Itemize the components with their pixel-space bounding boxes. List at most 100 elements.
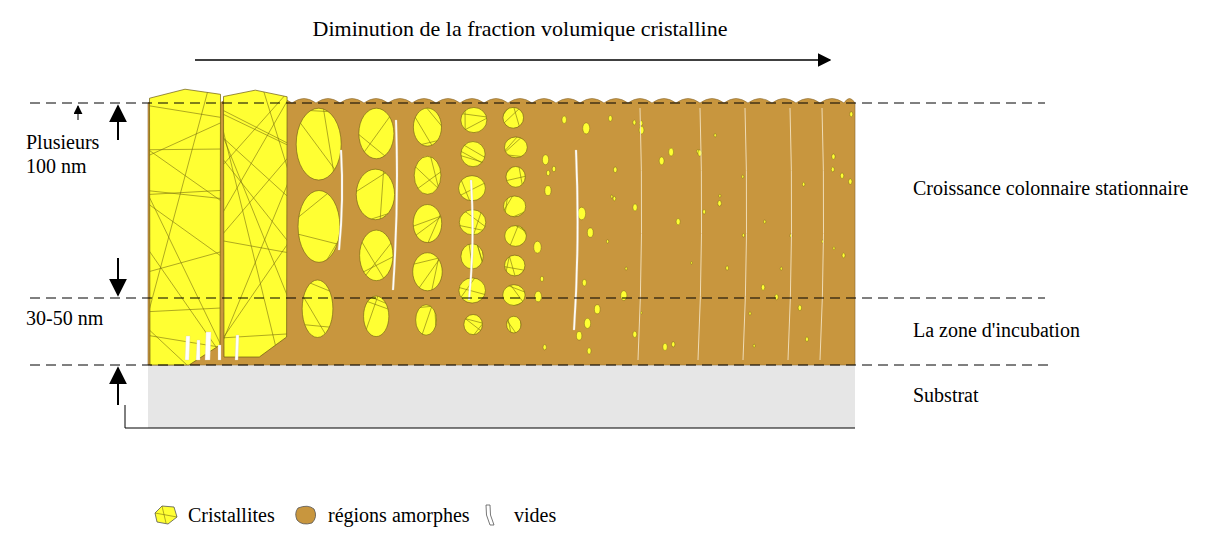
void	[235, 335, 239, 360]
facet-line	[143, 125, 370, 455]
crystallite-dot	[842, 253, 845, 258]
crystallite-dot	[641, 312, 643, 315]
facet-line	[266, 0, 500, 288]
grain-facets	[279, 52, 662, 256]
crystallite-dot	[703, 210, 706, 214]
facet-line	[299, 145, 430, 523]
facet-line	[332, 219, 706, 361]
grain-facets	[113, 164, 511, 508]
facet-line	[464, 0, 575, 320]
crystallite-dot	[633, 120, 636, 125]
crystallite-dot	[587, 228, 593, 237]
grain-facets	[34, 0, 464, 455]
crystallite-grain	[505, 226, 527, 247]
crystallite-dot	[607, 240, 609, 244]
facet-line	[423, 62, 536, 446]
void	[392, 120, 398, 290]
crystallite-grain	[413, 205, 442, 243]
facet-line	[283, 188, 639, 370]
facet-line	[282, 40, 572, 315]
substrate	[148, 365, 855, 428]
legend-item: régions amorphes	[292, 503, 470, 527]
facet-line	[469, 130, 549, 522]
grain-facets	[310, 72, 704, 471]
crystallite-dot	[802, 182, 804, 186]
facet-line	[363, 13, 659, 282]
grain-facets	[123, 68, 511, 428]
void	[218, 345, 221, 360]
facet-line	[353, 174, 602, 487]
dimension-arrow	[78, 106, 79, 120]
crystallite-dot	[840, 173, 843, 179]
facet-line	[444, 64, 499, 460]
legend-text: vides	[514, 504, 556, 527]
grain-facets	[227, 64, 616, 455]
facet-line	[113, 307, 511, 345]
crystallite-dot	[545, 186, 551, 196]
facet-line	[465, 79, 546, 471]
facet-line	[189, 0, 284, 378]
grain-facets	[232, 111, 630, 510]
grain-facets	[196, 66, 553, 413]
crystallite-dot	[546, 170, 549, 176]
crystallite-dot	[584, 318, 590, 328]
facet-line	[196, 176, 553, 357]
facet-line	[199, 76, 536, 292]
facet-line	[222, 0, 340, 340]
substrate-edge	[125, 428, 855, 429]
facet-line	[312, 136, 702, 225]
crystallite-dot	[753, 344, 755, 347]
facet-line	[229, 157, 605, 293]
grain-facets	[280, 129, 666, 453]
facet-line	[280, 239, 666, 343]
crystallite-dot	[639, 121, 642, 126]
dimension-arrow	[117, 106, 119, 140]
crystallite-dot	[676, 218, 680, 224]
facet-line	[192, 223, 561, 377]
facet-line	[225, 86, 432, 429]
crystallite-grain	[298, 191, 340, 263]
grain-facets	[422, 52, 537, 460]
crystallite-dot	[742, 175, 744, 178]
facet-line	[131, 209, 501, 362]
void-streak	[743, 108, 747, 360]
grain-facets	[182, 145, 561, 523]
void	[205, 332, 211, 360]
grain-facets	[365, 0, 656, 320]
crystallite-dot	[833, 247, 835, 250]
crystallite-dot	[582, 279, 586, 286]
crystallite-dot	[594, 305, 600, 314]
facet-line	[414, 65, 635, 398]
dashed-level	[30, 103, 1045, 104]
facet-line	[398, 133, 636, 454]
facet-line	[348, 129, 582, 453]
facet-line	[103, 29, 399, 298]
facet-line	[371, 3, 637, 302]
facet-line	[424, 111, 446, 510]
legend-swatch	[296, 506, 316, 524]
legend-item: Cristallites	[152, 503, 275, 527]
grain-facets	[229, 37, 605, 404]
crystallite-grain	[356, 169, 394, 220]
crystallite-grain	[414, 156, 441, 194]
grain-facets	[265, 44, 657, 423]
facet-line	[227, 26, 536, 280]
crystallite-dot	[659, 157, 664, 165]
grain-facets	[313, 3, 711, 302]
crystallite-dot	[714, 133, 716, 137]
zone-label: Croissance colonnaire stationnaire	[913, 176, 1189, 200]
crystallite-dot	[540, 276, 543, 281]
crystallite-dot	[562, 116, 567, 123]
substrate-edge	[125, 405, 126, 428]
facet-line	[190, 0, 428, 295]
facet-line	[42, 75, 369, 305]
grain-facets	[0, 64, 416, 515]
crystallite-grain	[359, 108, 394, 159]
crystallite-dot	[576, 331, 581, 340]
facet-line	[358, 37, 518, 404]
legend-swatch-box	[292, 503, 320, 527]
crystallite-dot	[761, 285, 764, 291]
crystallite-dot	[639, 126, 644, 134]
facet-line	[319, 0, 524, 300]
facet-line	[0, 74, 348, 138]
